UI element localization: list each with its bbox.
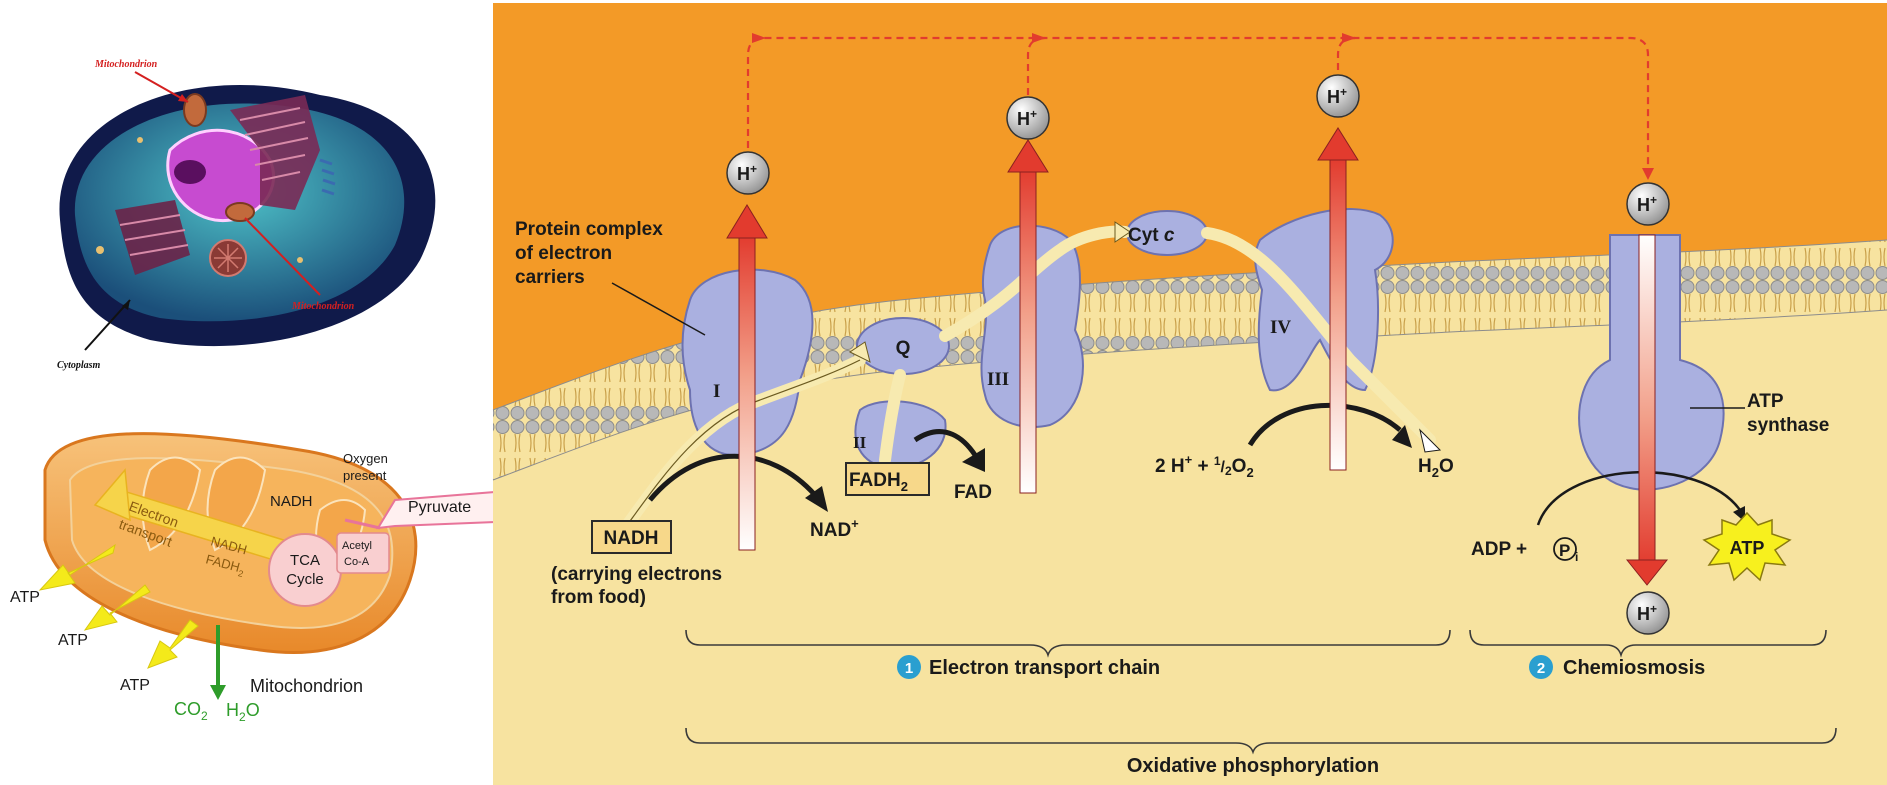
h2o-label: H xyxy=(1418,456,1432,477)
svg-text:H+: H+ xyxy=(737,162,757,184)
svg-text:H+: H+ xyxy=(1637,602,1657,624)
nadplus-sup: + xyxy=(851,516,859,531)
h2o-label-o: O xyxy=(246,700,260,720)
fadh2-box xyxy=(845,462,930,496)
svg-text:P: P xyxy=(1559,541,1570,560)
atp-label-1: ATP xyxy=(10,589,40,606)
cell-label-cytoplasm: Cytoplasm xyxy=(57,360,101,371)
atp-label-2: ATP xyxy=(58,632,88,649)
tca-label-2: Cycle xyxy=(286,571,324,588)
protein-complex-label-1: Protein complex xyxy=(515,219,663,240)
protein-complex-label-2: of electron xyxy=(515,243,612,264)
oxphos-label: Oxidative phosphorylation xyxy=(1127,755,1379,777)
mito-label-nadh-top: NADH xyxy=(270,493,313,510)
brace-chemiosmosis xyxy=(1469,629,1827,658)
nadplus-label: NAD xyxy=(810,520,851,541)
atp-synthase-label-1: ATP xyxy=(1747,391,1784,412)
h-ions: H+ H+ H+ H+ H+ xyxy=(726,74,1670,635)
svg-text:i: i xyxy=(1575,550,1578,564)
protein-complex-label-3: carriers xyxy=(515,267,585,288)
atp-label: ATP xyxy=(1730,538,1765,558)
mitochondrion-label: Mitochondrion xyxy=(250,676,363,696)
h-ion-2: H+ xyxy=(1006,96,1050,140)
svg-text:NAD+: NAD+ xyxy=(810,516,859,541)
svg-text:H+: H+ xyxy=(1017,107,1037,129)
step-2-label: Chemiosmosis xyxy=(1563,657,1705,679)
etc-labels: Protein complex of electron carriers I I… xyxy=(515,219,1829,777)
oxygen-label-2: present xyxy=(343,468,387,483)
fad-label: FAD xyxy=(954,482,992,503)
step-1-circle xyxy=(897,655,921,679)
step-2-circle xyxy=(1529,655,1553,679)
carrying-label-1: (carrying electrons xyxy=(551,564,722,585)
complex-III-label: III xyxy=(987,369,1009,390)
mito-label-fadh2-sub: 2 xyxy=(237,568,244,579)
fadh2-label: FADH xyxy=(849,470,901,491)
step-2-number: 2 xyxy=(1537,660,1545,677)
pi-sub: i xyxy=(1575,550,1578,564)
svg-text:H2O: H2O xyxy=(1418,456,1454,480)
carrying-label-2: from food) xyxy=(551,587,646,608)
svg-text:H+: H+ xyxy=(1637,193,1657,215)
co2-sub: 2 xyxy=(201,709,208,723)
intermembrane-space xyxy=(493,3,1887,410)
svg-text:H+: H+ xyxy=(1327,85,1347,107)
nadh-label: NADH xyxy=(604,528,659,549)
step-1-label: Electron transport chain xyxy=(929,657,1160,679)
etc-diagram xyxy=(492,3,1887,785)
complex-IV-label: IV xyxy=(1270,317,1291,338)
dashed-arrow-heads xyxy=(752,33,1654,180)
acetyl-label-1: Acetyl xyxy=(342,540,372,552)
complex-II-shape xyxy=(854,400,947,470)
svg-text:2 H+ + 1/2O2: 2 H+ + 1/2O2 xyxy=(1155,452,1254,480)
h2o-sub: 2 xyxy=(239,710,246,724)
cytc-c-label: c xyxy=(1164,225,1175,246)
pyruvate-label: Pyruvate xyxy=(408,499,471,516)
oxygen-label-1: Oxygen xyxy=(343,451,388,466)
o2-eq-label: 2 H xyxy=(1155,456,1185,477)
proton-arrows xyxy=(726,127,1669,586)
fadh2-sub: 2 xyxy=(901,479,908,494)
brace-oxphos xyxy=(685,727,1837,755)
cell-annotations: Mitochondrion Mitochondrion Cytoplasm xyxy=(57,59,355,371)
mito-atp-arrows xyxy=(38,543,226,700)
complex-I-label: I xyxy=(713,381,720,402)
step-1-number: 1 xyxy=(905,660,913,677)
acetyl-label-2: Co-A xyxy=(344,556,370,568)
animal-cell-illustration xyxy=(59,84,436,347)
svg-text:CO2: CO2 xyxy=(174,699,208,723)
nadh-box xyxy=(591,520,672,554)
q-label: Q xyxy=(896,338,911,359)
svg-text:ADP +: ADP + xyxy=(1471,539,1527,560)
h-ion-5: H+ xyxy=(1626,591,1670,635)
svg-text:FADH2: FADH2 xyxy=(849,470,908,494)
co2-label: CO xyxy=(174,699,201,719)
svg-text:H2O: H2O xyxy=(226,700,260,724)
atp-starburst xyxy=(1702,511,1792,582)
h-ion-1: H+ xyxy=(726,151,770,195)
h-ion-3: H+ xyxy=(1316,74,1360,118)
tca-label-1: TCA xyxy=(290,552,320,569)
lipid-bilayer xyxy=(493,240,1887,480)
cytc-label: Cyt xyxy=(1128,225,1164,246)
cell-label-mito-right: Mitochondrion xyxy=(291,301,355,312)
adp-label: ADP + xyxy=(1471,539,1527,560)
brace-etc xyxy=(685,629,1451,658)
complex-II-label: II xyxy=(853,433,867,452)
mito-labels: Electron transport NADH NADH FADH2 TCA C… xyxy=(10,451,471,724)
atp-label-3: ATP xyxy=(120,677,150,694)
h-ion-4: H+ xyxy=(1626,182,1670,226)
pi-circle xyxy=(1553,537,1577,561)
pi-label: P xyxy=(1559,541,1570,560)
atp-synthase-label-2: synthase xyxy=(1747,415,1829,436)
cell-label-mito-top: Mitochondrion xyxy=(94,59,158,70)
h2o-label-h: H xyxy=(226,700,239,720)
complex-IV-shape xyxy=(1254,208,1394,392)
protein-complex-leader xyxy=(611,282,706,336)
svg-text:Cyt c: Cyt c xyxy=(1128,225,1175,246)
